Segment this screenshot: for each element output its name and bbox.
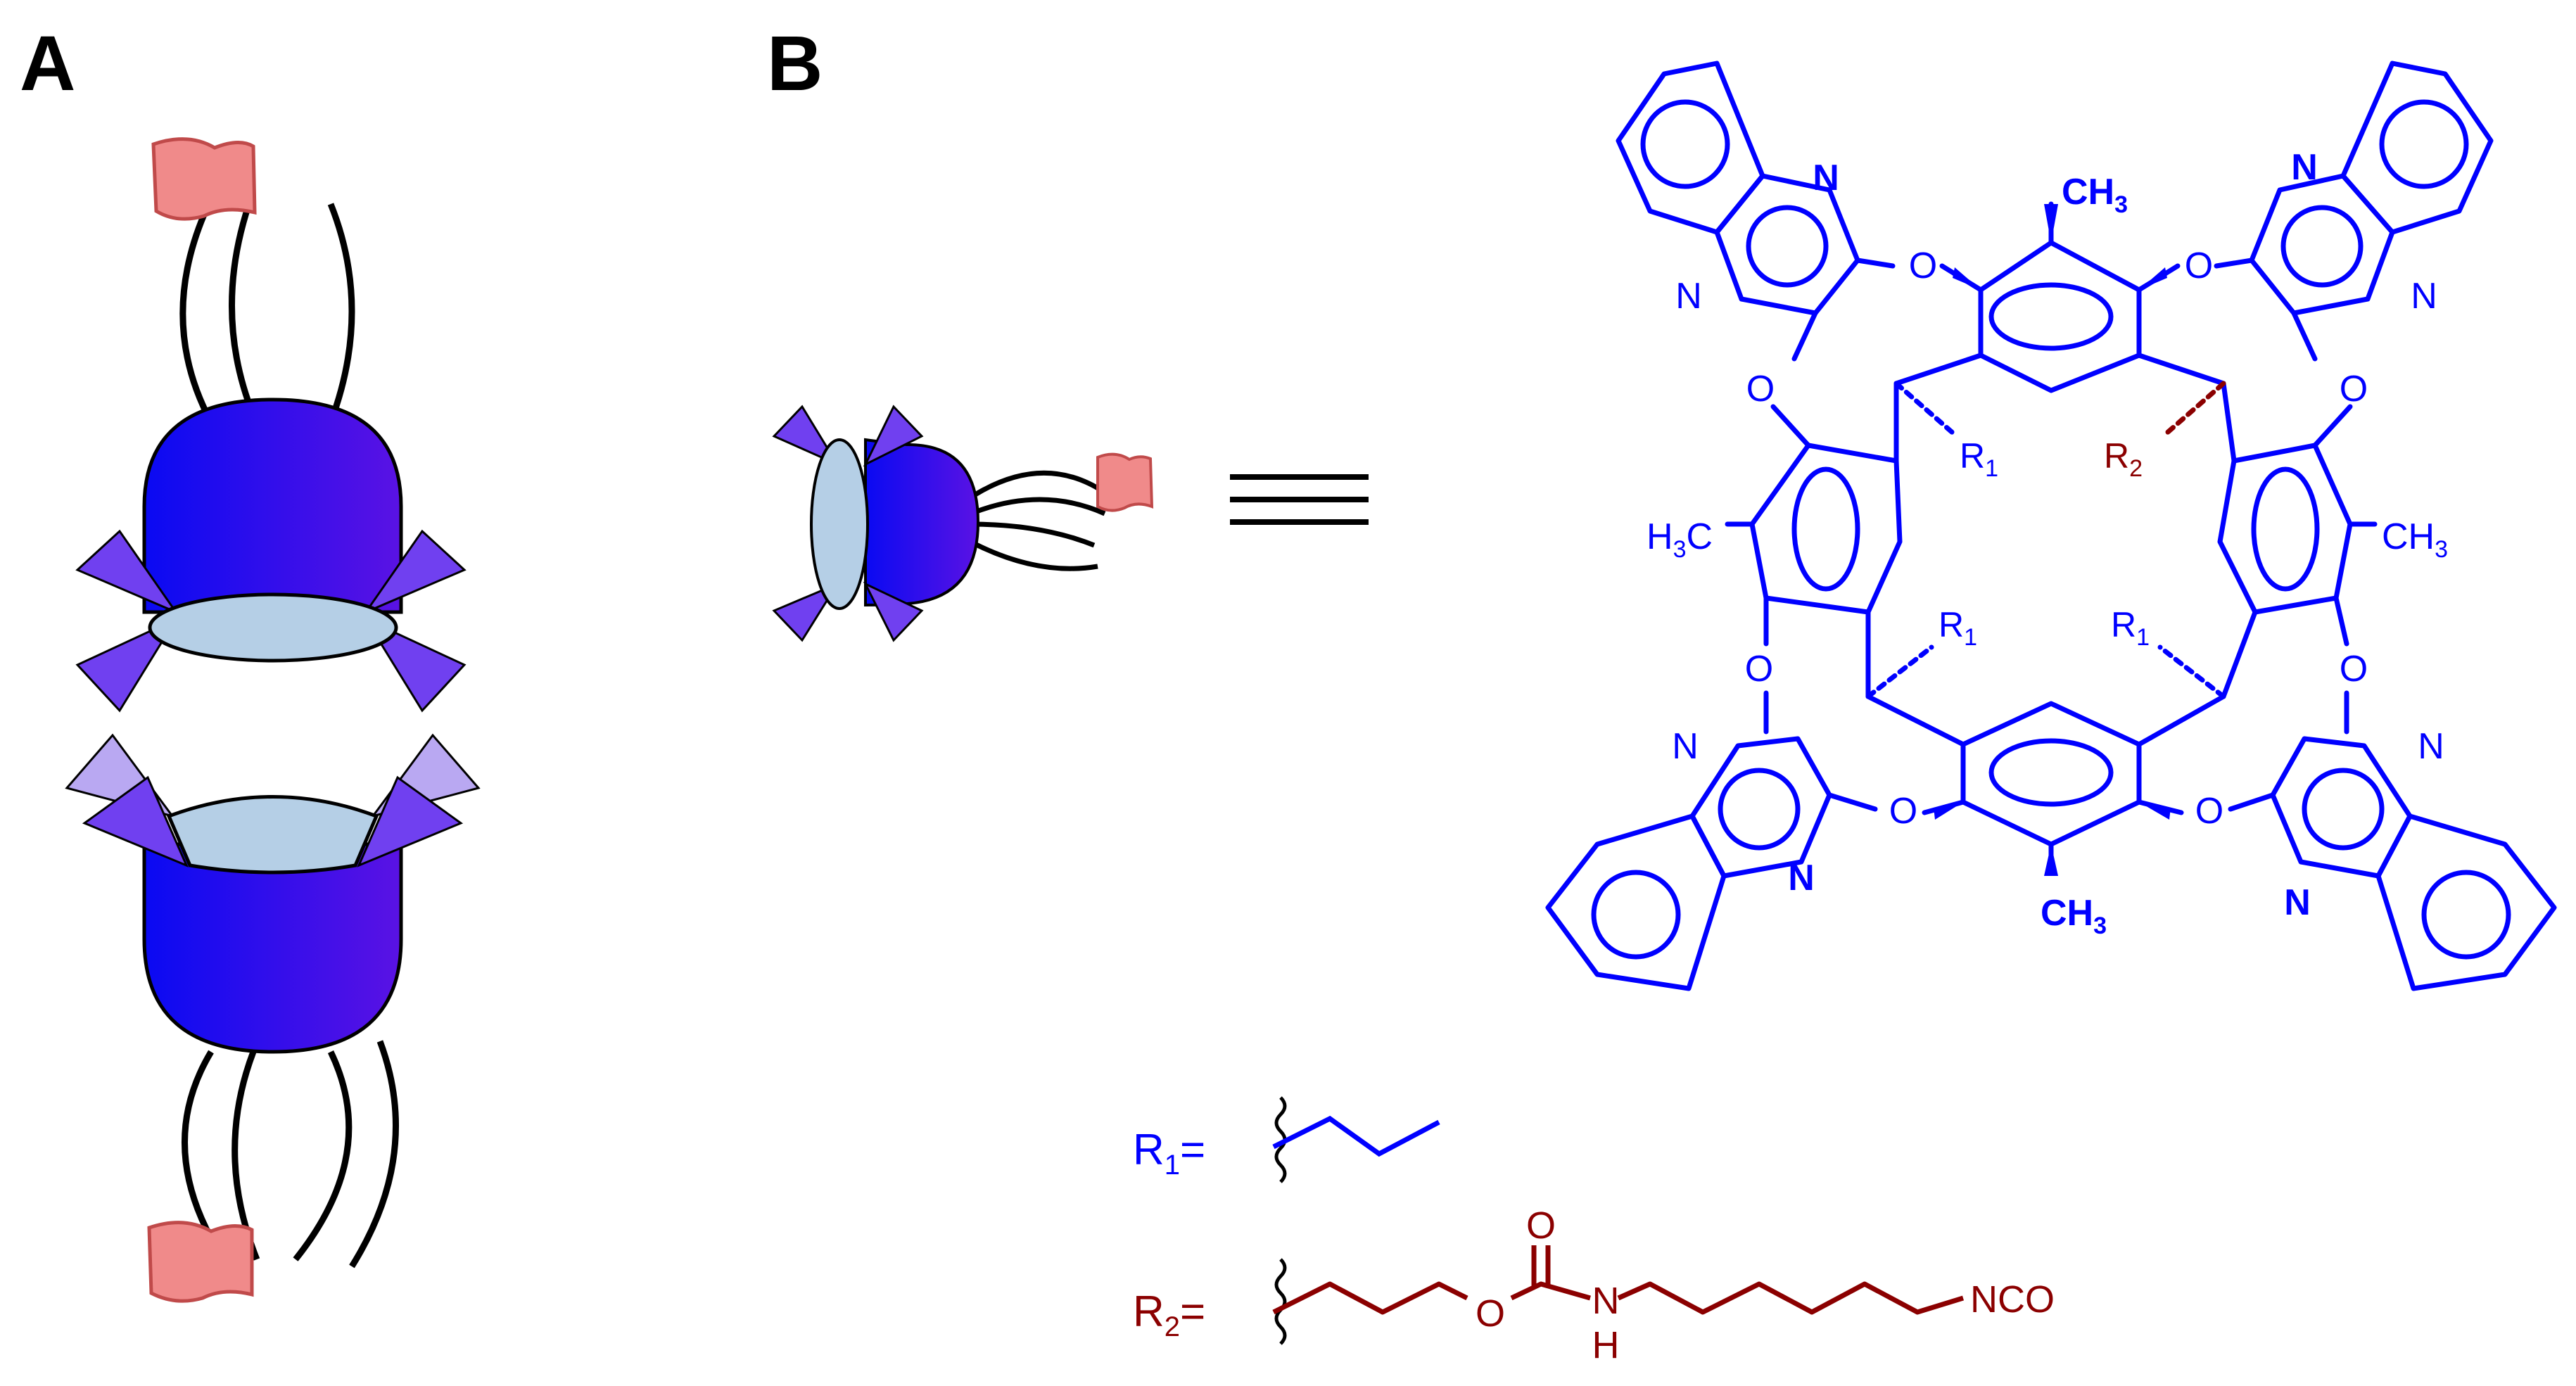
nitrogen-label: N [2411, 276, 2437, 317]
r2-terminal-group: NCO [1970, 1278, 2055, 1321]
cavitand-tails [963, 470, 1106, 571]
bottom-tag-icon [147, 1221, 254, 1303]
cavitand-head [864, 438, 980, 607]
top-cavitand-body [142, 398, 403, 614]
oxygen-label: O [1746, 369, 1775, 409]
nitrogen-label: N [2291, 147, 2318, 188]
panel-b-label: B [767, 20, 823, 107]
top-tag-icon [151, 137, 257, 221]
r2-amide-nitrogen: N [1592, 1280, 1620, 1322]
wedge-bonds [1934, 204, 2171, 876]
r2-ester-oxygen: O [1476, 1292, 1505, 1335]
r1-label: R1 [1960, 436, 1998, 482]
oxygen-label: O [2340, 649, 2368, 689]
r1-definition: R1= [1133, 1096, 1440, 1183]
pyrazine-ring-top-right [2249, 173, 2395, 316]
top-rim [148, 592, 398, 663]
r1-label: R1 [1939, 605, 1977, 651]
oxygen-label: O [2340, 369, 2368, 409]
top-tails [179, 194, 355, 424]
cavitand-rim [810, 438, 869, 610]
svg-text:R1=: R1= [1133, 1126, 1205, 1181]
bottom-cavitand-body [142, 842, 403, 1054]
cavitand-flaps [772, 405, 924, 642]
cavitand-icon [772, 405, 1154, 642]
cavitand-structure [1545, 61, 2557, 991]
oxygen-label: O [2195, 791, 2223, 832]
bottom-front-flaps [82, 775, 464, 867]
methine-bridge-top-right [2136, 352, 2237, 464]
nitrogen-label: N [1672, 726, 1699, 767]
benzo-ring-top-left [1616, 61, 1765, 235]
nitrogen-label: N [1788, 858, 1815, 898]
oxygen-label: O [2185, 246, 2213, 286]
wavy-bond-icon [1274, 1258, 1287, 1345]
cavitand-tag-icon [1096, 452, 1154, 512]
benzo-ring-bottom-right [2375, 813, 2557, 991]
dimeric-capsule-icon [65, 137, 481, 1303]
top-flaps [75, 529, 467, 713]
methyl-label-right: CH3 [2382, 516, 2448, 563]
r1-label: R1 [2111, 605, 2150, 651]
benzo-ring-bottom-left [1545, 813, 1727, 991]
methyl-label-top: CH3 [2062, 172, 2128, 218]
bottom-rim [166, 795, 379, 875]
nitrogen-label: N [1675, 276, 1702, 317]
svg-text:R2=: R2= [1133, 1288, 1205, 1342]
oxygen-label: O [1889, 791, 1917, 832]
nitrogen-label: N [1813, 158, 1839, 198]
nitrogen-label: N [2418, 726, 2444, 767]
r2-amide-hydrogen: H [1592, 1324, 1620, 1366]
benzo-ring-top-right [2340, 61, 2494, 235]
r2-label: R2 [2104, 436, 2143, 482]
r2-definition: R2= O O N H NCO [1133, 1204, 2055, 1366]
aryl-ring-top [1978, 240, 2142, 393]
panel-a-label: A [20, 20, 75, 107]
methyl-label-bottom: CH3 [2041, 893, 2107, 939]
methyl-label-left: H3C [1647, 516, 1713, 563]
oxygen-label: O [1745, 649, 1773, 689]
nitrogen-label: N [2284, 882, 2311, 923]
oxygen-label: O [1909, 246, 1937, 286]
r2-carbonyl-oxygen: O [1526, 1204, 1556, 1247]
equivalence-sign [1230, 474, 1369, 525]
